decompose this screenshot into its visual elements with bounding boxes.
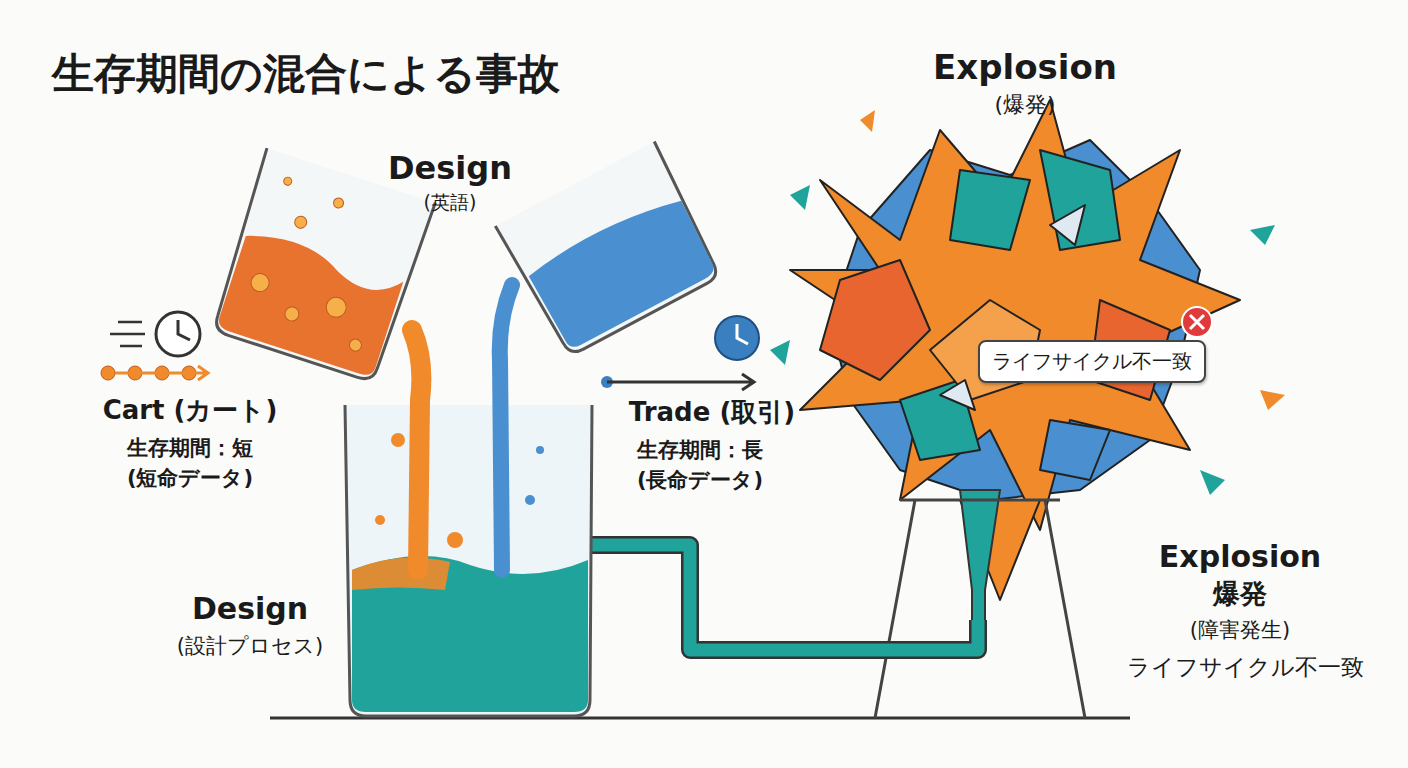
text-label: (設計プロセス) (177, 634, 323, 658)
text-label: Trade (取引) (629, 398, 795, 428)
text-label: Design (388, 150, 512, 187)
text-label: (障害発生) (1190, 618, 1290, 642)
text-label: 爆発 (1213, 578, 1267, 609)
text-label: (爆発) (994, 92, 1055, 117)
text-label: Design (192, 592, 308, 627)
text-label: 生存期間：短 (127, 436, 253, 460)
text-label: (長命データ) (637, 468, 763, 492)
text-label: Explosion (1159, 540, 1321, 575)
callout-text: ライフサイクル不一致 (992, 348, 1192, 375)
text-label: 生存期間：長 (637, 438, 763, 462)
text-label: Explosion (933, 48, 1117, 87)
text-label: (英語) (424, 192, 477, 214)
diagram-title: 生存期間の混合による事故 (52, 46, 560, 102)
callout-box: ライフサイクル不一致 (978, 340, 1206, 383)
text-label: (短命データ) (127, 466, 253, 490)
text-label: Cart (カート) (103, 396, 278, 426)
text-label: ライフサイクル不一致 (1127, 654, 1364, 680)
